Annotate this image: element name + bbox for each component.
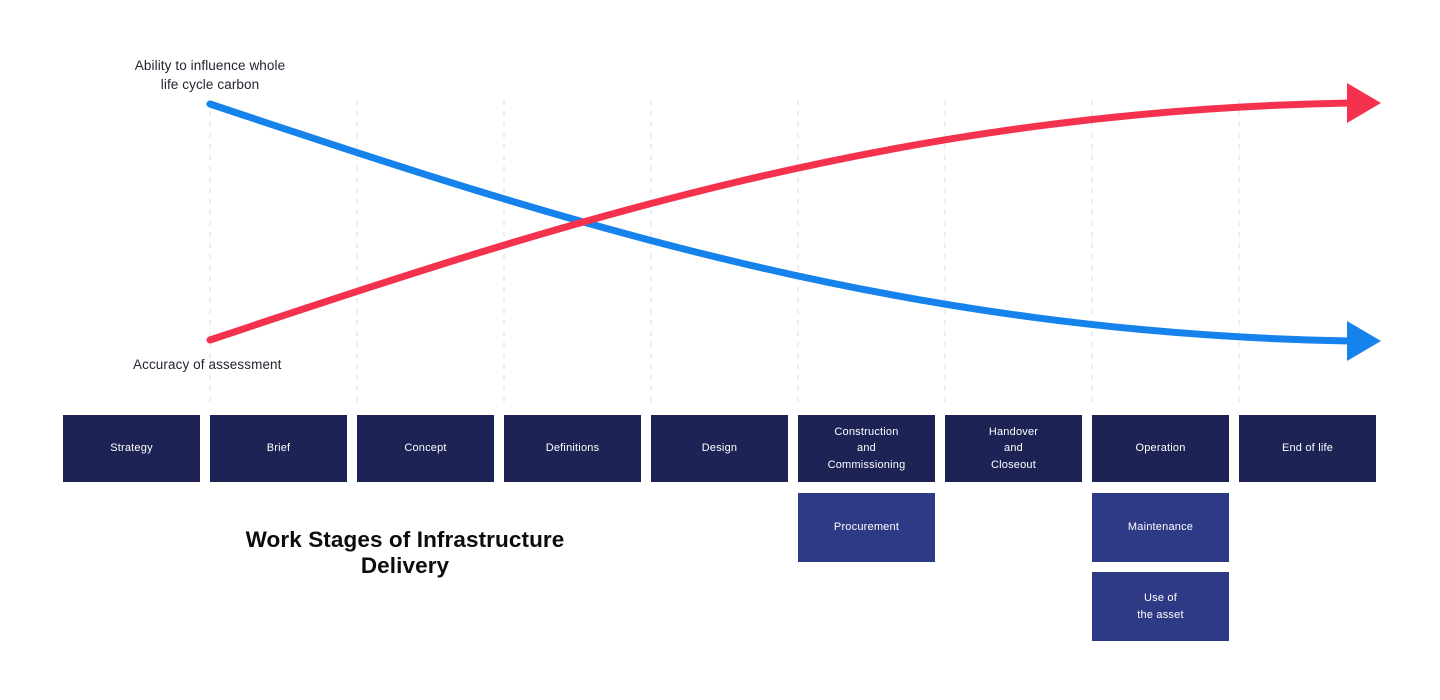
accuracy-curve <box>206 99 1354 344</box>
sub-stage-box-use-of-the-asset: Use of the asset <box>1092 572 1229 641</box>
stage-box-construction-and-commissioning: Construction and Commissioning <box>798 415 935 482</box>
influence-curve-label: Ability to influence whole life cycle ca… <box>134 58 286 93</box>
influence-curve <box>206 100 1354 345</box>
accuracy-curve-arrowhead-icon <box>1347 83 1381 123</box>
stage-box-concept: Concept <box>357 415 494 482</box>
influence-curve-arrowhead-icon <box>1347 321 1381 361</box>
stage-box-operation: Operation <box>1092 415 1229 482</box>
stage-box-brief: Brief <box>210 415 347 482</box>
gridlines <box>209 100 1240 405</box>
accuracy-curve-label: Accuracy of assessment <box>133 357 282 372</box>
stage-box-end-of-life: End of life <box>1239 415 1376 482</box>
stage-box-handover-and-closeout: Handover and Closeout <box>945 415 1082 482</box>
stage-box-design: Design <box>651 415 788 482</box>
stage-row: Strategy Brief Concept Definitions Desig… <box>63 415 1376 482</box>
stage-box-definitions: Definitions <box>504 415 641 482</box>
sub-stage-box-procurement: Procurement <box>798 493 935 562</box>
diagram-title: Work Stages of Infrastructure Delivery <box>245 527 565 578</box>
stage-box-strategy: Strategy <box>63 415 200 482</box>
sub-stage-box-maintenance: Maintenance <box>1092 493 1229 562</box>
